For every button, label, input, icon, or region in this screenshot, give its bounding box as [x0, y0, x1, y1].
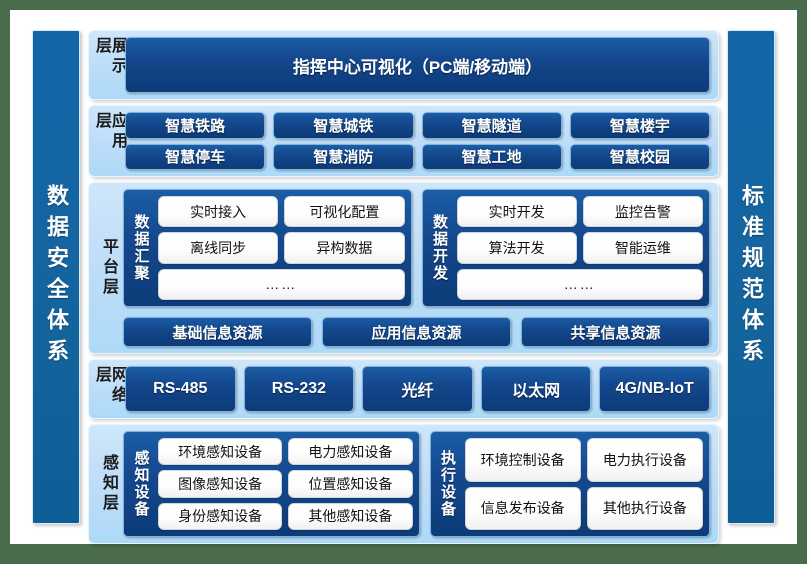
development-row-2: 算法开发 智能运维 [456, 232, 703, 264]
network-item-rs232[interactable]: RS-232 [243, 366, 355, 412]
sensing-group-sensing-devices[interactable]: 感知设备 环境感知设备 电力感知设备 图像感知设备 位置感知设备 [123, 431, 420, 537]
sensing-item-environment-sensor[interactable]: 环境感知设备 [158, 438, 283, 466]
aggregation-item-ellipsis[interactable]: …… [158, 268, 405, 300]
actuator-devices-row-1: 环境控制设备 电力执行设备 [464, 438, 703, 482]
platform-group-data-development-grid: 实时开发 监控告警 算法开发 智能运维 …… [456, 196, 703, 300]
aggregation-item-offline-sync[interactable]: 离线同步 [158, 232, 279, 264]
network-item-fiber[interactable]: 光纤 [362, 366, 473, 412]
network-item-rs485[interactable]: RS-485 [125, 366, 236, 412]
actuator-devices-row-2: 信息发布设备 其他执行设备 [464, 486, 703, 530]
app-item-smart-metro[interactable]: 智慧城铁 [273, 112, 414, 139]
development-row-1: 实时开发 监控告警 [456, 196, 703, 228]
aggregation-item-visual-config[interactable]: 可视化配置 [284, 196, 405, 228]
sensing-group-sensing-devices-grid: 环境感知设备 电力感知设备 图像感知设备 位置感知设备 身份感知设备 其他感知设… [158, 438, 413, 530]
actuator-item-environment-control[interactable]: 环境控制设备 [464, 438, 581, 482]
platform-resource-row: 基础信息资源 应用信息资源 共享信息资源 [123, 317, 710, 347]
layer-application: 应用层 智慧铁路 智慧城铁 智慧隧道 智慧楼宇 智慧停车 智慧消防 智慧工地 智… [88, 105, 719, 177]
platform-group-data-aggregation[interactable]: 数据汇聚 实时接入 可视化配置 离线同步 异构数据 …… [123, 189, 412, 307]
app-item-smart-tunnel[interactable]: 智慧隧道 [421, 112, 562, 139]
sensing-item-power-sensor[interactable]: 电力感知设备 [288, 438, 413, 466]
development-item-algorithm-development[interactable]: 算法开发 [456, 232, 577, 264]
aggregation-row-3: …… [158, 268, 405, 300]
development-item-intelligent-ops[interactable]: 智能运维 [582, 232, 703, 264]
sensing-devices-row-2: 图像感知设备 位置感知设备 [158, 470, 413, 498]
platform-group-data-aggregation-title: 数据汇聚 [132, 214, 150, 282]
development-item-monitoring-alarm[interactable]: 监控告警 [582, 196, 703, 228]
layer-sensing-label: 感知层 [100, 454, 117, 514]
aggregation-item-heterogeneous-data[interactable]: 异构数据 [284, 232, 405, 264]
sensing-groups: 感知设备 环境感知设备 电力感知设备 图像感知设备 位置感知设备 [123, 431, 710, 537]
sensing-devices-row-3: 身份感知设备 其他感知设备 [158, 502, 413, 530]
app-item-smart-campus[interactable]: 智慧校园 [569, 143, 710, 170]
layer-sensing: 感知层 感知设备 环境感知设备 电力感知设备 图像感知设备 位置感知设备 [88, 424, 719, 544]
right-pillar-standards[interactable]: 标准规范体系 [727, 30, 775, 524]
layer-network-body: RS-485 RS-232 光纤 以太网 4G/NB-IoT [125, 366, 710, 412]
sensing-group-actuator-devices-grid: 环境控制设备 电力执行设备 信息发布设备 其他执行设备 [464, 438, 703, 530]
layer-platform: 平台层 数据汇聚 实时接入 可视化配置 离线同步 异构数据 [88, 182, 719, 354]
app-item-smart-railway[interactable]: 智慧铁路 [125, 112, 266, 139]
platform-groups: 数据汇聚 实时接入 可视化配置 离线同步 异构数据 …… [123, 189, 710, 307]
layer-network-label: 网络层 [93, 366, 126, 406]
app-item-smart-construction-site[interactable]: 智慧工地 [421, 143, 562, 170]
display-banner-command-center[interactable]: 指挥中心可视化（PC端/移动端） [125, 37, 710, 93]
left-pillar-data-security[interactable]: 数据安全体系 [32, 30, 80, 524]
sensing-item-image-sensor[interactable]: 图像感知设备 [158, 470, 283, 498]
aggregation-row-1: 实时接入 可视化配置 [158, 196, 405, 228]
layer-application-body: 智慧铁路 智慧城铁 智慧隧道 智慧楼宇 智慧停车 智慧消防 智慧工地 智慧校园 [125, 112, 710, 170]
sensing-group-sensing-devices-title: 感知设备 [132, 450, 150, 518]
development-row-3: …… [456, 268, 703, 300]
layer-sensing-body: 感知设备 环境感知设备 电力感知设备 图像感知设备 位置感知设备 [123, 431, 710, 537]
resource-item-basic-information[interactable]: 基础信息资源 [123, 317, 312, 347]
right-pillar-label: 标准规范体系 [739, 184, 764, 370]
aggregation-row-2: 离线同步 异构数据 [158, 232, 405, 264]
layer-display: 展示层 指挥中心可视化（PC端/移动端） [88, 30, 719, 100]
layer-platform-body: 数据汇聚 实时接入 可视化配置 离线同步 异构数据 …… [123, 189, 710, 347]
actuator-item-power-actuator[interactable]: 电力执行设备 [586, 438, 703, 482]
layer-display-body: 指挥中心可视化（PC端/移动端） [125, 37, 710, 93]
network-item-4g-nbiot[interactable]: 4G/NB-IoT [599, 366, 710, 412]
left-pillar-label: 数据安全体系 [44, 184, 69, 370]
app-item-smart-building[interactable]: 智慧楼宇 [569, 112, 710, 139]
development-item-ellipsis[interactable]: …… [456, 268, 703, 300]
platform-group-data-development-title: 数据开发 [431, 214, 448, 282]
app-item-smart-firefighting[interactable]: 智慧消防 [273, 143, 414, 170]
layer-network: 网络层 RS-485 RS-232 光纤 以太网 4G/NB-IoT [88, 359, 719, 419]
sensing-devices-row-1: 环境感知设备 电力感知设备 [158, 438, 413, 466]
layer-platform-label: 平台层 [100, 238, 117, 298]
sensing-item-identity-sensor[interactable]: 身份感知设备 [158, 502, 283, 530]
platform-group-data-development[interactable]: 数据开发 实时开发 监控告警 算法开发 智能运维 …… [421, 189, 710, 307]
sensing-item-position-sensor[interactable]: 位置感知设备 [288, 470, 413, 498]
application-row-2: 智慧停车 智慧消防 智慧工地 智慧校园 [125, 143, 710, 170]
application-row-1: 智慧铁路 智慧城铁 智慧隧道 智慧楼宇 [125, 112, 710, 139]
network-item-ethernet[interactable]: 以太网 [480, 366, 592, 412]
layer-application-label: 应用层 [93, 112, 126, 152]
platform-group-data-aggregation-grid: 实时接入 可视化配置 离线同步 异构数据 …… [158, 196, 405, 300]
actuator-item-other-actuator[interactable]: 其他执行设备 [586, 486, 703, 530]
sensing-group-actuator-devices[interactable]: 执行设备 环境控制设备 电力执行设备 信息发布设备 其他执行设备 [429, 431, 710, 537]
layer-stack: 展示层 指挥中心可视化（PC端/移动端） 应用层 智慧铁路 智慧城铁 智慧隧道 … [88, 30, 719, 544]
development-item-realtime-development[interactable]: 实时开发 [456, 196, 577, 228]
app-item-smart-parking[interactable]: 智慧停车 [125, 143, 266, 170]
sensing-item-other-sensor[interactable]: 其他感知设备 [288, 502, 413, 530]
resource-item-application-information[interactable]: 应用信息资源 [322, 317, 511, 347]
layer-display-label: 展示层 [93, 37, 126, 77]
network-row: RS-485 RS-232 光纤 以太网 4G/NB-IoT [125, 366, 710, 412]
aggregation-item-realtime-access[interactable]: 实时接入 [158, 196, 279, 228]
sensing-group-actuator-devices-title: 执行设备 [439, 450, 456, 518]
actuator-item-information-release[interactable]: 信息发布设备 [464, 486, 581, 530]
resource-item-shared-information[interactable]: 共享信息资源 [521, 317, 710, 347]
